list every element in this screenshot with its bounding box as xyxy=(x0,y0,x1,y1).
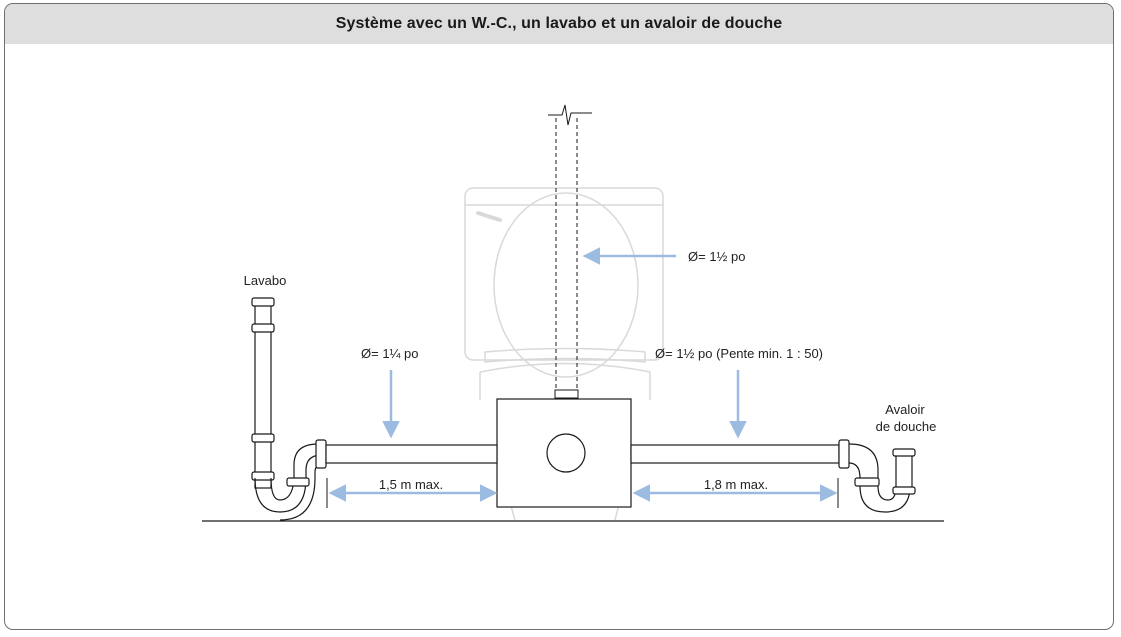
diagram-title: Système avec un W.-C., un lavabo et un a… xyxy=(335,15,783,32)
avaloir-label-line1: Avaloir xyxy=(885,402,925,417)
avaloir-label-line2: de douche xyxy=(876,419,937,434)
vent-diameter-label: Ø= 1½ po xyxy=(688,249,745,264)
right-drain-pipe xyxy=(630,444,840,464)
shower-drain xyxy=(838,439,916,513)
left-pipe-diameter-label: Ø= 1¼ po xyxy=(361,346,418,361)
dimension-ticks xyxy=(326,478,839,508)
left-distance-label: 1,5 m max. xyxy=(379,477,443,492)
diagram-frame: Système avec un W.-C., un lavabo et un a… xyxy=(4,3,1114,630)
toilet-outline xyxy=(464,187,664,521)
annotation-arrows xyxy=(328,247,838,502)
vent-stack xyxy=(548,104,592,399)
lavabo-label: Lavabo xyxy=(244,273,287,288)
lavabo-drain xyxy=(251,297,327,521)
right-pipe-diameter-label: Ø= 1½ po (Pente min. 1 : 50) xyxy=(655,346,823,361)
title-bar: Système avec un W.-C., un lavabo et un a… xyxy=(5,4,1113,44)
right-distance-label: 1,8 m max. xyxy=(704,477,768,492)
macerator-unit xyxy=(496,398,632,508)
left-drain-pipe xyxy=(325,444,498,464)
